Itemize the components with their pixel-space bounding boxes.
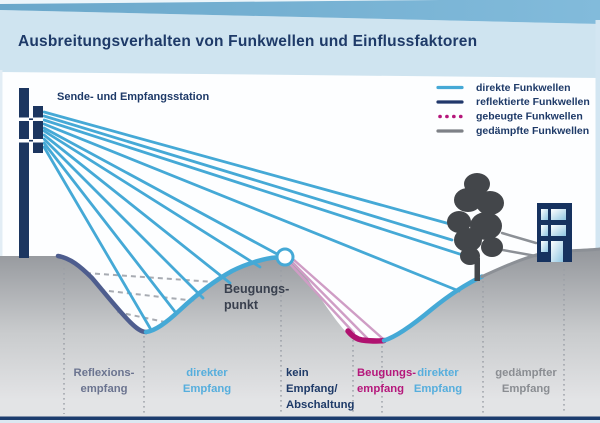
right-edge-strip [595, 20, 600, 420]
zone-label-direct1-1: direkter [186, 367, 228, 379]
direct-ray-4 [42, 122, 461, 293]
reflected-ray-2 [99, 289, 197, 302]
bottom-strip [0, 420, 600, 423]
building-door [551, 241, 563, 262]
antenna-panel [33, 106, 43, 153]
zone-separators [63, 258, 565, 414]
reflected-ray-3 [116, 311, 166, 323]
zone-label-direct2-2: Empfang [414, 383, 462, 395]
tree-canopy-blob [481, 237, 503, 257]
direct-ray-10 [42, 145, 152, 330]
panel-gap-1 [33, 117, 43, 121]
building-window [551, 225, 566, 236]
terrain [0, 249, 600, 423]
legend-label-damped: gedämpfte Funkwellen [476, 125, 589, 137]
tree-canopy-blob [447, 211, 471, 233]
building-window [541, 241, 548, 252]
left-edge-strip [0, 70, 3, 420]
zone-label-noreception-2: Empfang/ [286, 383, 338, 395]
header-title-band [0, 10, 600, 78]
building-window [541, 225, 548, 236]
direct-ray-6 [42, 129, 262, 269]
damped-rays [495, 231, 538, 258]
direct-zone-outline-left [143, 255, 279, 335]
zone-label-noreception-1: kein [286, 367, 309, 379]
panel-gap-2 [33, 139, 43, 143]
direct-ray-3 [42, 118, 474, 260]
tree-canopy-blob [454, 188, 482, 212]
diffraction-point-label-line2: punkt [224, 298, 259, 312]
zone-label-reflection-1: Reflexions- [74, 367, 135, 379]
legend-label-diffracted: gebeugte Funkwellen [476, 111, 583, 123]
tree-canopy-blob [460, 247, 480, 265]
building-window [551, 209, 566, 220]
direct-ray-7 [42, 133, 232, 285]
reflection-zone-outline [55, 253, 149, 335]
tree-trunk [474, 258, 480, 281]
zone-label-direct1-2: Empfang [183, 383, 231, 395]
tree-silhouette [447, 173, 504, 281]
mast-gap-2 [19, 139, 29, 143]
direct-zone-outline-right [381, 274, 485, 343]
tree-canopy-blob [454, 228, 482, 252]
diffracted-ray-3 [292, 258, 384, 340]
zone-label-damped-1: gedämpfter [495, 367, 557, 379]
zone-label-diffraction-1: Beugungs- [357, 367, 416, 379]
direct-ray-2 [42, 114, 454, 242]
zone-labels: Reflexions- empfang direkter Empfang kei… [74, 367, 558, 411]
direct-ray-5 [42, 126, 279, 256]
page-title: Ausbreitungsverhalten von Funkwellen und… [18, 33, 477, 50]
station-label: Sende- und Empfangsstation [57, 91, 209, 103]
zone-label-reflection-2: empfang [80, 383, 127, 395]
mast-gap-1 [19, 117, 29, 121]
diffracted-rays [288, 258, 384, 340]
diffraction-zone-outline [345, 328, 387, 344]
diffracted-ray-1 [288, 262, 356, 335]
direct-ray-1 [42, 110, 452, 226]
legend-label-reflected: reflektierte Funkwellen [476, 96, 590, 108]
diffracted-ray-2 [290, 260, 369, 340]
building-window [541, 209, 548, 220]
diffraction-point-label-line1: Beugungs- [224, 282, 289, 296]
damped-ray-1 [500, 231, 538, 245]
bottom-rule [0, 416, 600, 420]
tower-mast [19, 88, 29, 258]
zone-label-direct2-1: direkter [417, 367, 459, 379]
building [537, 203, 572, 262]
legend: direkte Funkwellen reflektierte Funkwell… [436, 82, 590, 137]
zone-label-damped-2: Empfang [502, 383, 550, 395]
zone-label-diffraction-2: empfang [357, 383, 404, 395]
damped-ray-2 [495, 247, 538, 258]
diffraction-point-marker [275, 247, 295, 267]
direct-ray-9 [42, 141, 178, 315]
direct-ray-8 [42, 137, 205, 300]
transmission-tower [19, 88, 43, 258]
zone-label-noreception-3: Abschaltung [286, 399, 355, 411]
tree-canopy-blob [476, 191, 504, 215]
direct-wave-rays [42, 110, 474, 330]
header-diagonal-stripe [0, 0, 600, 24]
legend-label-direct: direkte Funkwellen [476, 82, 571, 94]
